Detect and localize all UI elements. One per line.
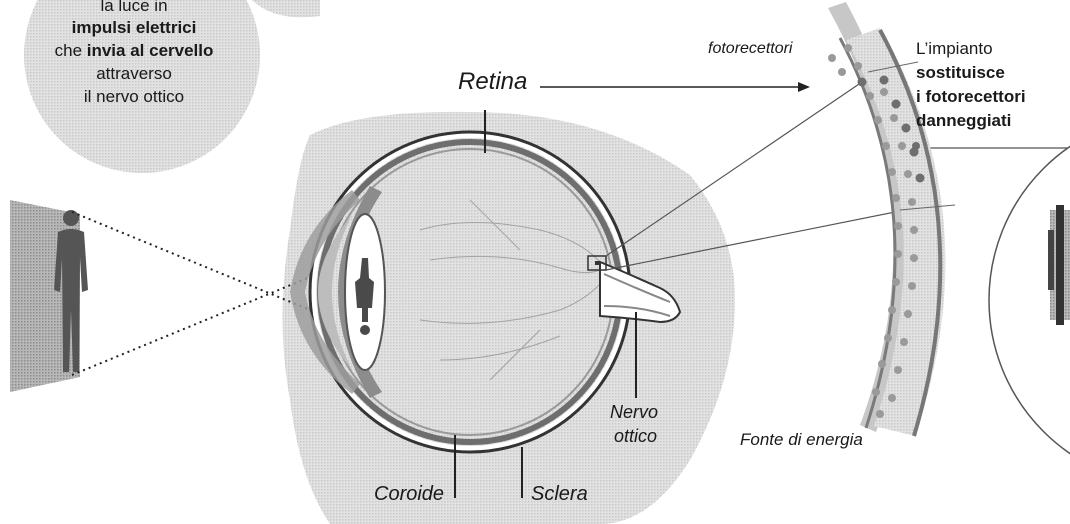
bubble-line-3-bold: invia al cervello bbox=[87, 41, 214, 60]
fonte-energia-label: Fonte di energia bbox=[740, 430, 863, 450]
nervo-ottico-label-line2: ottico bbox=[614, 426, 657, 448]
implant-line-3: i fotorecettori bbox=[916, 87, 1026, 107]
bubble-line-1: la luce in bbox=[24, 0, 244, 16]
bubble-line-3: che invia al cervello bbox=[24, 41, 244, 61]
magnified-dot-cluster bbox=[1048, 205, 1070, 325]
retina-arrow-head bbox=[798, 82, 810, 92]
fotorecettori-label: fotorecettori bbox=[708, 39, 792, 58]
bubble-line-4: attraverso bbox=[24, 64, 244, 84]
nervo-ottico-label-line1: Nervo bbox=[610, 402, 658, 424]
retina-label: Retina bbox=[458, 68, 527, 97]
bubble-line-2: impulsi elettrici bbox=[24, 18, 244, 38]
implant-line-2: sostituisce bbox=[916, 63, 1005, 83]
implant-line-1: L’impianto bbox=[916, 39, 993, 59]
implant-line-4: danneggiati bbox=[916, 111, 1011, 131]
coroide-label: Coroide bbox=[374, 482, 444, 506]
bubble-line-3-regular: che bbox=[55, 41, 87, 60]
info-bubble-edge bbox=[252, 0, 320, 17]
bubble-line-5: il nervo ottico bbox=[24, 87, 244, 107]
sclera-label: Sclera bbox=[531, 482, 588, 506]
